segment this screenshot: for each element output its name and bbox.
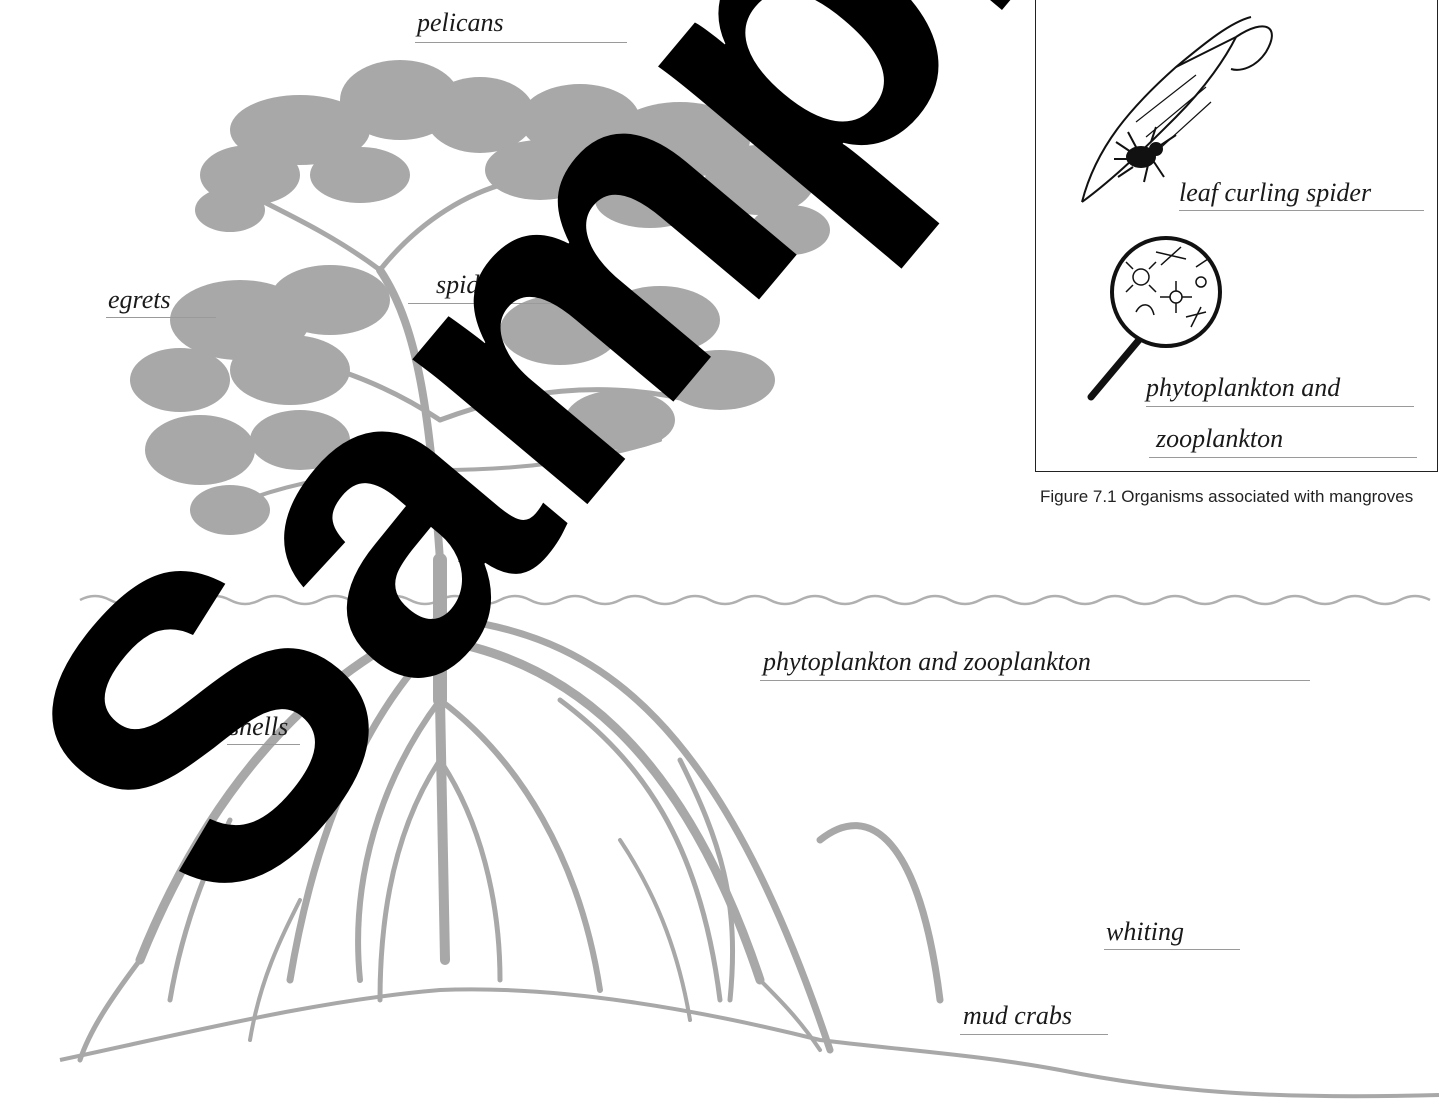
rule-shells-lower [227,744,300,745]
water-surface-line [80,596,1430,604]
rule-shells-upper [458,561,531,562]
inset-rule-spider [1179,210,1424,211]
rule-egrets [106,317,216,318]
figure-caption: Figure 7.1 Organisms associated with man… [1040,486,1420,507]
inset-panel: leaf curling spider phytoplankton and zo… [1035,0,1438,472]
rule-mud-crabs [960,1034,1108,1035]
prop-roots [80,560,940,1060]
label-egrets: egrets [108,287,171,313]
inset-label-plankton-line2: zooplankton [1156,426,1283,452]
label-plankton-water: phytoplankton and zooplankton [763,649,1091,675]
inset-label-plankton-line1: phytoplankton and [1146,375,1340,401]
label-spiders: spiders [432,272,515,298]
leaf-curling-spider-icon [1082,17,1272,202]
label-pelicans: pelicans [417,10,504,36]
inset-rule-plankton-2 [1149,457,1417,458]
label-shells-upper: shells [460,530,519,556]
rule-plankton-water [760,680,1310,681]
inset-label-leaf-curling-spider: leaf curling spider [1179,180,1371,206]
mud-bank [60,989,1439,1096]
upper-canopy-foliage [195,60,830,255]
rule-whiting [1104,949,1240,950]
rule-pelicans [415,42,627,43]
label-shells-lower: shells [229,714,288,740]
label-whiting: whiting [1106,919,1184,945]
rule-spiders [408,303,648,304]
label-mud-crabs: mud crabs [963,1003,1072,1029]
inset-rule-plankton-1 [1146,406,1414,407]
